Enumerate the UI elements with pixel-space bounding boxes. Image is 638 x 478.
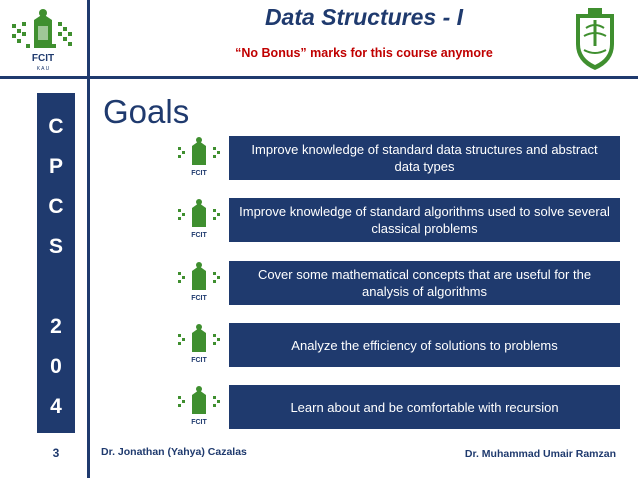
fcit-logo-icon: FCIT — [175, 384, 223, 430]
goal-text: Analyze the efficiency of solutions to p… — [229, 323, 620, 367]
footer-author-left: Dr. Jonathan (Yahya) Cazalas — [101, 446, 247, 458]
logo-left-subtext: K A U — [37, 66, 50, 72]
course-letter: C — [48, 115, 64, 138]
course-letter: P — [48, 155, 63, 178]
fcit-logo-icon: FCIT — [175, 322, 223, 368]
header-divider — [0, 76, 638, 79]
left-divider — [87, 0, 90, 478]
goal-item: FCIT Improve knowledge of standard algor… — [175, 195, 620, 245]
university-emblem-icon — [566, 6, 624, 72]
page-number: 3 — [52, 446, 60, 460]
goal-item: FCIT Improve knowledge of standard data … — [175, 133, 620, 183]
svg-text:FCIT: FCIT — [191, 419, 207, 426]
footer-author-right: Dr. Muhammad Umair Ramzan — [464, 448, 616, 460]
course-letter: C — [48, 195, 64, 218]
fcit-logo-icon: FCIT — [175, 197, 223, 243]
course-letter: 2 — [50, 315, 62, 338]
fcit-logo-icon: FCIT — [175, 260, 223, 306]
course-letter: S — [48, 235, 63, 258]
fcit-logo-icon: FCIT — [175, 135, 223, 181]
course-letter: 4 — [50, 395, 62, 418]
fcit-logo-icon: FCIT K A U — [6, 4, 80, 72]
goal-item: FCIT Analyze the efficiency of solutions… — [175, 320, 620, 370]
goal-item: FCIT Cover some mathematical concepts th… — [175, 258, 620, 308]
goal-text: Improve knowledge of standard data struc… — [229, 136, 620, 180]
logo-left-text: FCIT — [32, 53, 54, 64]
goal-item: FCIT Learn about and be comfortable with… — [175, 382, 620, 432]
svg-text:FCIT: FCIT — [191, 295, 207, 302]
slide-title: Data Structures - I — [264, 4, 464, 30]
goals-heading: Goals — [103, 93, 190, 130]
svg-text:FCIT: FCIT — [191, 357, 207, 364]
svg-text:FCIT: FCIT — [191, 170, 207, 177]
goal-text: Improve knowledge of standard algorithms… — [229, 198, 620, 242]
svg-text:FCIT: FCIT — [191, 232, 207, 239]
goal-text: Learn about and be comfortable with recu… — [229, 385, 620, 429]
course-letter: 0 — [50, 355, 62, 378]
goal-text: Cover some mathematical concepts that ar… — [229, 261, 620, 305]
slide-subtitle: “No Bonus” marks for this course anymore — [235, 46, 493, 60]
course-code-bar: C P C S 2 0 4 — [37, 93, 75, 433]
